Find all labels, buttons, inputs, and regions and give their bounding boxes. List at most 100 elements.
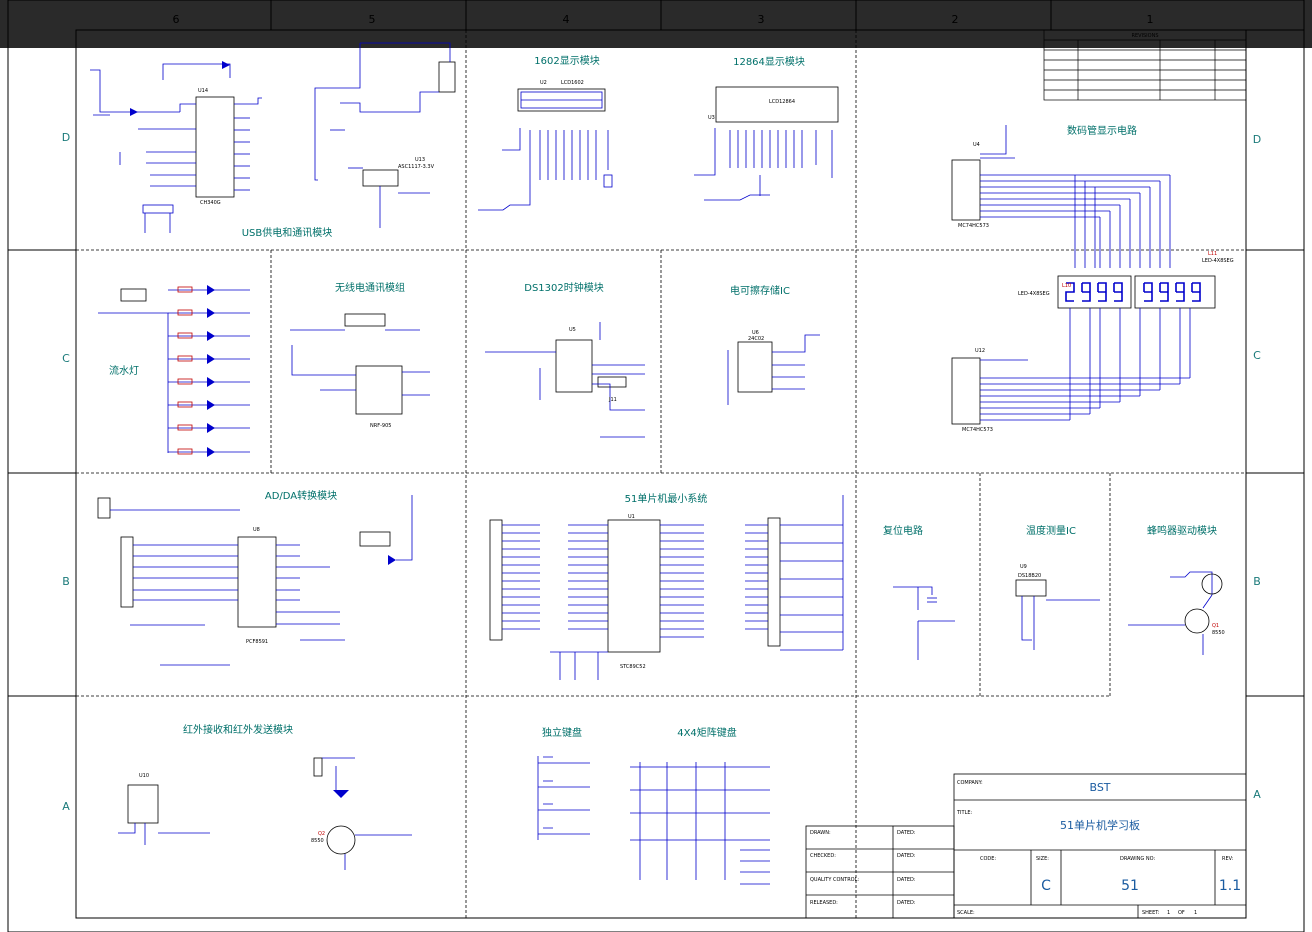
zone-b-left: B	[62, 575, 70, 588]
checked-label: CHECKED:	[810, 853, 836, 859]
u4-label: U4	[973, 142, 980, 148]
drawn-label: DRAWN:	[810, 830, 831, 836]
led4-label: LED-4X8SEG	[1018, 291, 1050, 297]
of-value: 1	[1194, 910, 1197, 916]
ir-led-icon	[333, 790, 349, 798]
u14-label: U14	[198, 88, 208, 94]
title-lcd12864: 12864显示模块	[733, 56, 805, 68]
reset-circuit	[893, 586, 955, 660]
independent-keys	[537, 756, 590, 840]
u10-label: U10	[139, 773, 149, 779]
eeprom-circuit	[727, 334, 820, 405]
module-titles: USB供电和通讯模块 1602显示模块 12864显示模块 数码管显示电路 流水…	[109, 55, 1217, 739]
of-label: OF	[1178, 910, 1185, 916]
title-lcd1602: 1602显示模块	[534, 55, 599, 67]
led-l3-icon	[388, 555, 396, 565]
zone-c-left: C	[62, 352, 70, 365]
dated-label-2: DATED:	[897, 853, 916, 859]
u3-label: U3	[708, 115, 715, 121]
title-label: TITLE:	[956, 810, 973, 816]
zone-6: 6	[173, 13, 180, 26]
code-label: CODE:	[980, 856, 996, 862]
sheet-value: 1	[1167, 910, 1170, 916]
hc573b-label: MC74HC573	[962, 427, 993, 433]
seg-digits	[1065, 282, 1201, 302]
title-matrix: 4X4矩阵键盘	[677, 726, 737, 739]
size-label: SIZE:	[1036, 856, 1049, 862]
company-value: BST	[1089, 781, 1110, 794]
ds18-label: DS18B20	[1018, 573, 1041, 579]
scale-label: SCALE:	[957, 910, 975, 916]
title-block	[805, 773, 1247, 919]
zone-d-right: D	[1253, 133, 1261, 146]
title-usb: USB供电和通讯模块	[242, 226, 333, 239]
title-wireless: 无线电通讯模组	[335, 281, 405, 294]
revisions-table	[1043, 29, 1247, 101]
led-l1-icon	[222, 61, 230, 69]
lcd12864-circuit	[694, 86, 839, 201]
title-temp: 温度测量IC	[1026, 524, 1076, 537]
adda-circuit	[97, 495, 413, 666]
section-separators	[76, 30, 1246, 920]
dated-label-1: DATED:	[897, 830, 916, 836]
zone-4: 4	[563, 13, 570, 26]
quality-label: QUALITY CONTROL:	[810, 877, 859, 883]
title-adda: AD/DA转换模块	[265, 489, 337, 502]
l11-label: L11	[1208, 251, 1217, 257]
s8550b-label: 8550	[311, 838, 324, 844]
zone-labels-top: 6 5 4 3 2 1	[173, 13, 1154, 26]
u1-label: U1	[628, 514, 635, 520]
matrix-keys	[630, 762, 770, 885]
buzzer-circuit	[1128, 571, 1223, 655]
released-label: RELEASED:	[810, 900, 838, 906]
title-eeprom: 电可擦存储IC	[730, 284, 790, 297]
rev-value: 1.1	[1219, 878, 1241, 894]
zone-b-right: B	[1253, 575, 1261, 588]
zone-d-left: D	[62, 131, 70, 144]
top-zone-dividers	[8, 0, 1304, 697]
stc-label: STC89C52	[620, 664, 646, 670]
sheet-frame	[7, 0, 1305, 932]
u12-label: U12	[975, 348, 985, 354]
sheet-inner-border	[75, 29, 1247, 919]
hc573a-label: MC74HC573	[958, 223, 989, 229]
u2-label: U2	[540, 80, 547, 86]
ch340-label: CH340G	[200, 200, 221, 206]
ir-circuit	[118, 757, 412, 870]
title-flow: 流水灯	[109, 364, 139, 377]
zone-5: 5	[369, 13, 376, 26]
zone-labels-side: D C B A D C B A	[62, 131, 1261, 813]
title-seg: 数码管显示电路	[1067, 124, 1137, 137]
sheet-label: SHEET:	[1142, 910, 1160, 916]
pcf-label: PCF8591	[246, 639, 268, 645]
j11-label: J11	[608, 397, 617, 403]
s8550-label: 8550	[1212, 630, 1225, 636]
l10-label: L10	[1062, 283, 1071, 289]
lcd12864-label: LCD12864	[769, 99, 795, 105]
drawing-no-label: DRAWING NO:	[1120, 856, 1155, 862]
flow-led-icons	[207, 285, 215, 457]
q1-label: Q1	[1212, 623, 1219, 629]
zone-3: 3	[758, 13, 765, 26]
dated-label-4: DATED:	[897, 900, 916, 906]
size-value: C	[1041, 878, 1051, 894]
zone-a-right: A	[1253, 788, 1261, 801]
revisions-header: REVISIONS	[1131, 33, 1158, 39]
seg-circuit	[951, 125, 1216, 425]
u8-label: U8	[253, 527, 260, 533]
temp-circuit	[1015, 579, 1100, 650]
usb-circuit	[90, 63, 262, 233]
u6-label: U6	[752, 330, 759, 336]
lcd1602-label: LCD1602	[561, 80, 584, 86]
ds1302-circuit	[485, 322, 645, 438]
mcu-circuit	[489, 495, 844, 680]
rev-label: REV:	[1222, 856, 1234, 862]
zone-2: 2	[952, 13, 959, 26]
diode-d1-icon	[130, 108, 138, 116]
title-reset: 复位电路	[883, 524, 923, 537]
title-mcu: 51单片机最小系统	[625, 492, 708, 505]
title-keys: 独立键盘	[542, 726, 582, 739]
led4b-label: LED-4X8SEG	[1202, 258, 1234, 264]
power-circuit	[314, 42, 456, 228]
